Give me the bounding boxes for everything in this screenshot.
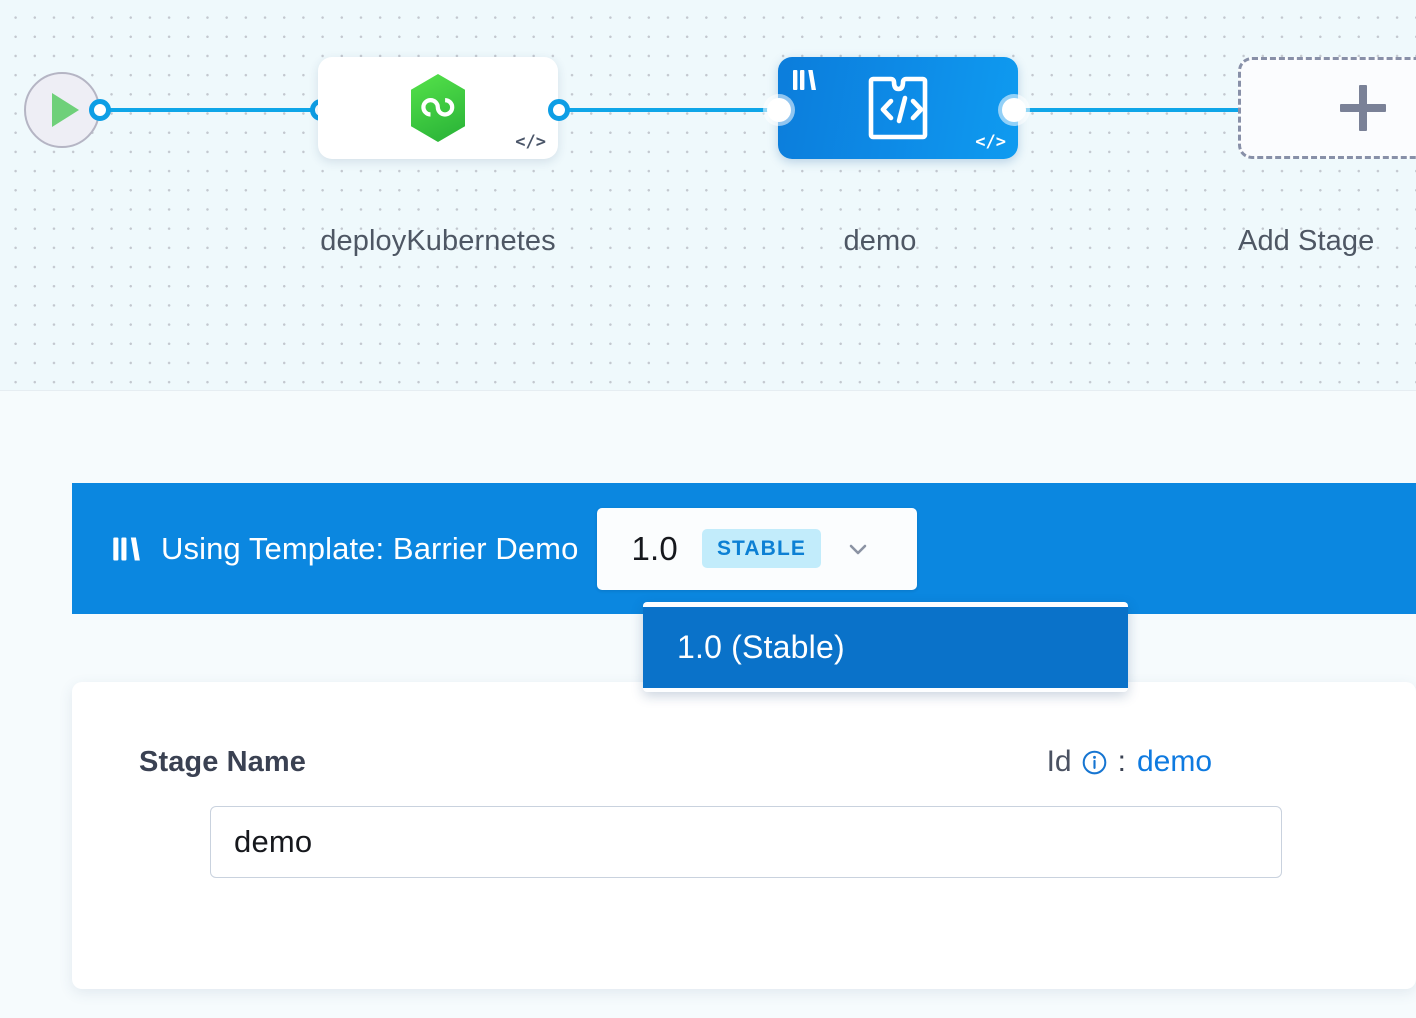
connector-dot-start-out[interactable] — [89, 99, 111, 121]
add-stage-node[interactable] — [1238, 57, 1416, 159]
stage-label-deploykubernetes: deployKubernetes — [320, 225, 556, 257]
custom-stage-puzzle-icon — [868, 76, 928, 140]
code-icon: </> — [975, 132, 1006, 152]
stage-details-card: Stage Name Id : demo demo — [72, 682, 1416, 989]
pipeline-start-node[interactable] — [24, 72, 100, 148]
connector-line-k8s-to-demo — [548, 108, 788, 112]
version-option-1-0-stable[interactable]: 1.0 (Stable) — [643, 607, 1128, 688]
stage-id-value: demo — [1136, 745, 1212, 778]
using-template-label: Using Template: Barrier Demo — [161, 530, 579, 566]
stage-node-deploykubernetes[interactable]: </> — [318, 57, 558, 159]
plus-icon — [1340, 85, 1386, 131]
template-library-icon — [791, 67, 817, 93]
stage-name-row: Stage Name Id : demo — [139, 745, 1212, 779]
stage-name-input[interactable]: demo — [210, 806, 1282, 878]
template-library-icon — [111, 534, 141, 564]
play-icon — [51, 93, 79, 127]
connector-dot-k8s-out[interactable] — [548, 99, 570, 121]
stage-name-label: Stage Name — [139, 745, 307, 778]
stage-name-input-value: demo — [234, 824, 313, 859]
template-version-dropdown-menu[interactable]: 1.0 (Stable) — [643, 602, 1128, 692]
stage-id-display: Id : demo — [1047, 745, 1212, 779]
stage-node-demo[interactable]: </> — [778, 57, 1018, 159]
stage-label-demo: demo — [843, 225, 917, 257]
info-circle-icon[interactable] — [1081, 749, 1108, 776]
add-stage-label: Add Stage — [1238, 225, 1375, 257]
connector-line-demo-to-add — [1005, 108, 1253, 112]
status-badge: STABLE — [701, 529, 821, 568]
stage-config-panel: Using Template: Barrier Demo 1.0 STABLE … — [0, 391, 1416, 1018]
connector-line-start-to-k8s — [100, 108, 328, 112]
pipeline-canvas[interactable]: </> </> — [0, 0, 1416, 391]
connector-dot-demo-out[interactable] — [1002, 98, 1026, 122]
connector-dot-demo-in[interactable] — [767, 98, 791, 122]
id-label: Id — [1046, 745, 1072, 778]
code-icon: </> — [515, 132, 546, 152]
template-version-select[interactable]: 1.0 STABLE — [597, 507, 918, 590]
id-separator: : — [1117, 745, 1126, 778]
harness-kubernetes-hexagon-icon — [407, 73, 469, 143]
template-version-value: 1.0 — [631, 529, 678, 567]
using-template-banner: Using Template: Barrier Demo 1.0 STABLE — [72, 483, 1416, 614]
chevron-down-icon[interactable] — [845, 536, 871, 562]
